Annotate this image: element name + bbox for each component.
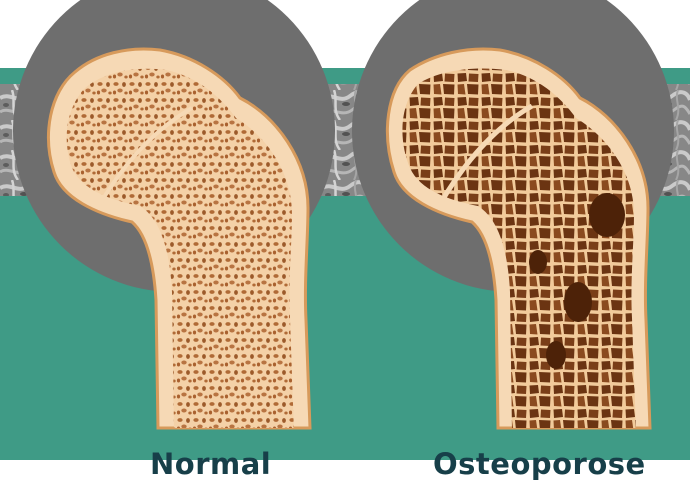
- osteoporosis-label: Osteoporose: [433, 444, 646, 484]
- normal-label: Normal: [150, 444, 271, 484]
